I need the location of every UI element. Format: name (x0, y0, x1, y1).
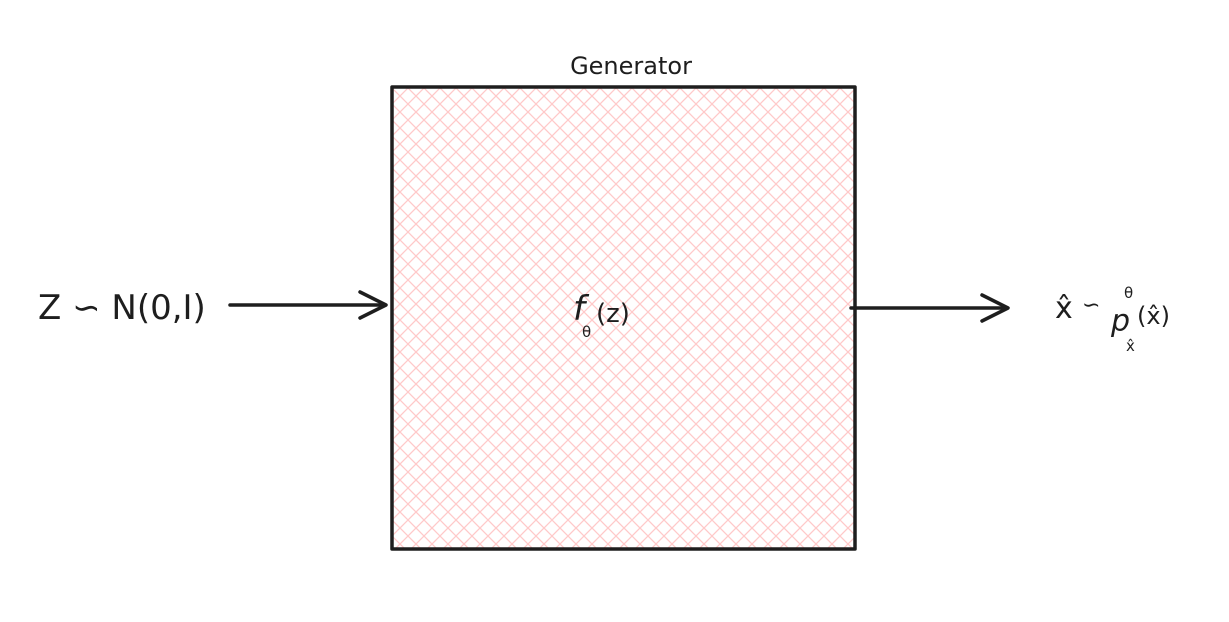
input-distribution-label: Z ∽ N(0,I) (38, 288, 206, 328)
function-argument: (z) (596, 299, 630, 329)
generator-title: Generator (570, 52, 692, 80)
output-arrow (849, 293, 1010, 323)
output-variable: x̂ (1055, 291, 1073, 326)
input-arrow (228, 290, 388, 320)
output-distribution-label: x̂ ∽ p θ x̂ (x̂) (1055, 284, 1170, 355)
output-density-superscript: θ (1124, 284, 1133, 302)
output-density-symbol: p (1110, 304, 1130, 339)
output-density-argument: (x̂) (1137, 302, 1170, 330)
generator-box (390, 85, 857, 551)
output-density-subscript: x̂ (1126, 337, 1135, 355)
output-relation: ∽ (1082, 293, 1100, 318)
function-subscript: θ (582, 323, 591, 341)
